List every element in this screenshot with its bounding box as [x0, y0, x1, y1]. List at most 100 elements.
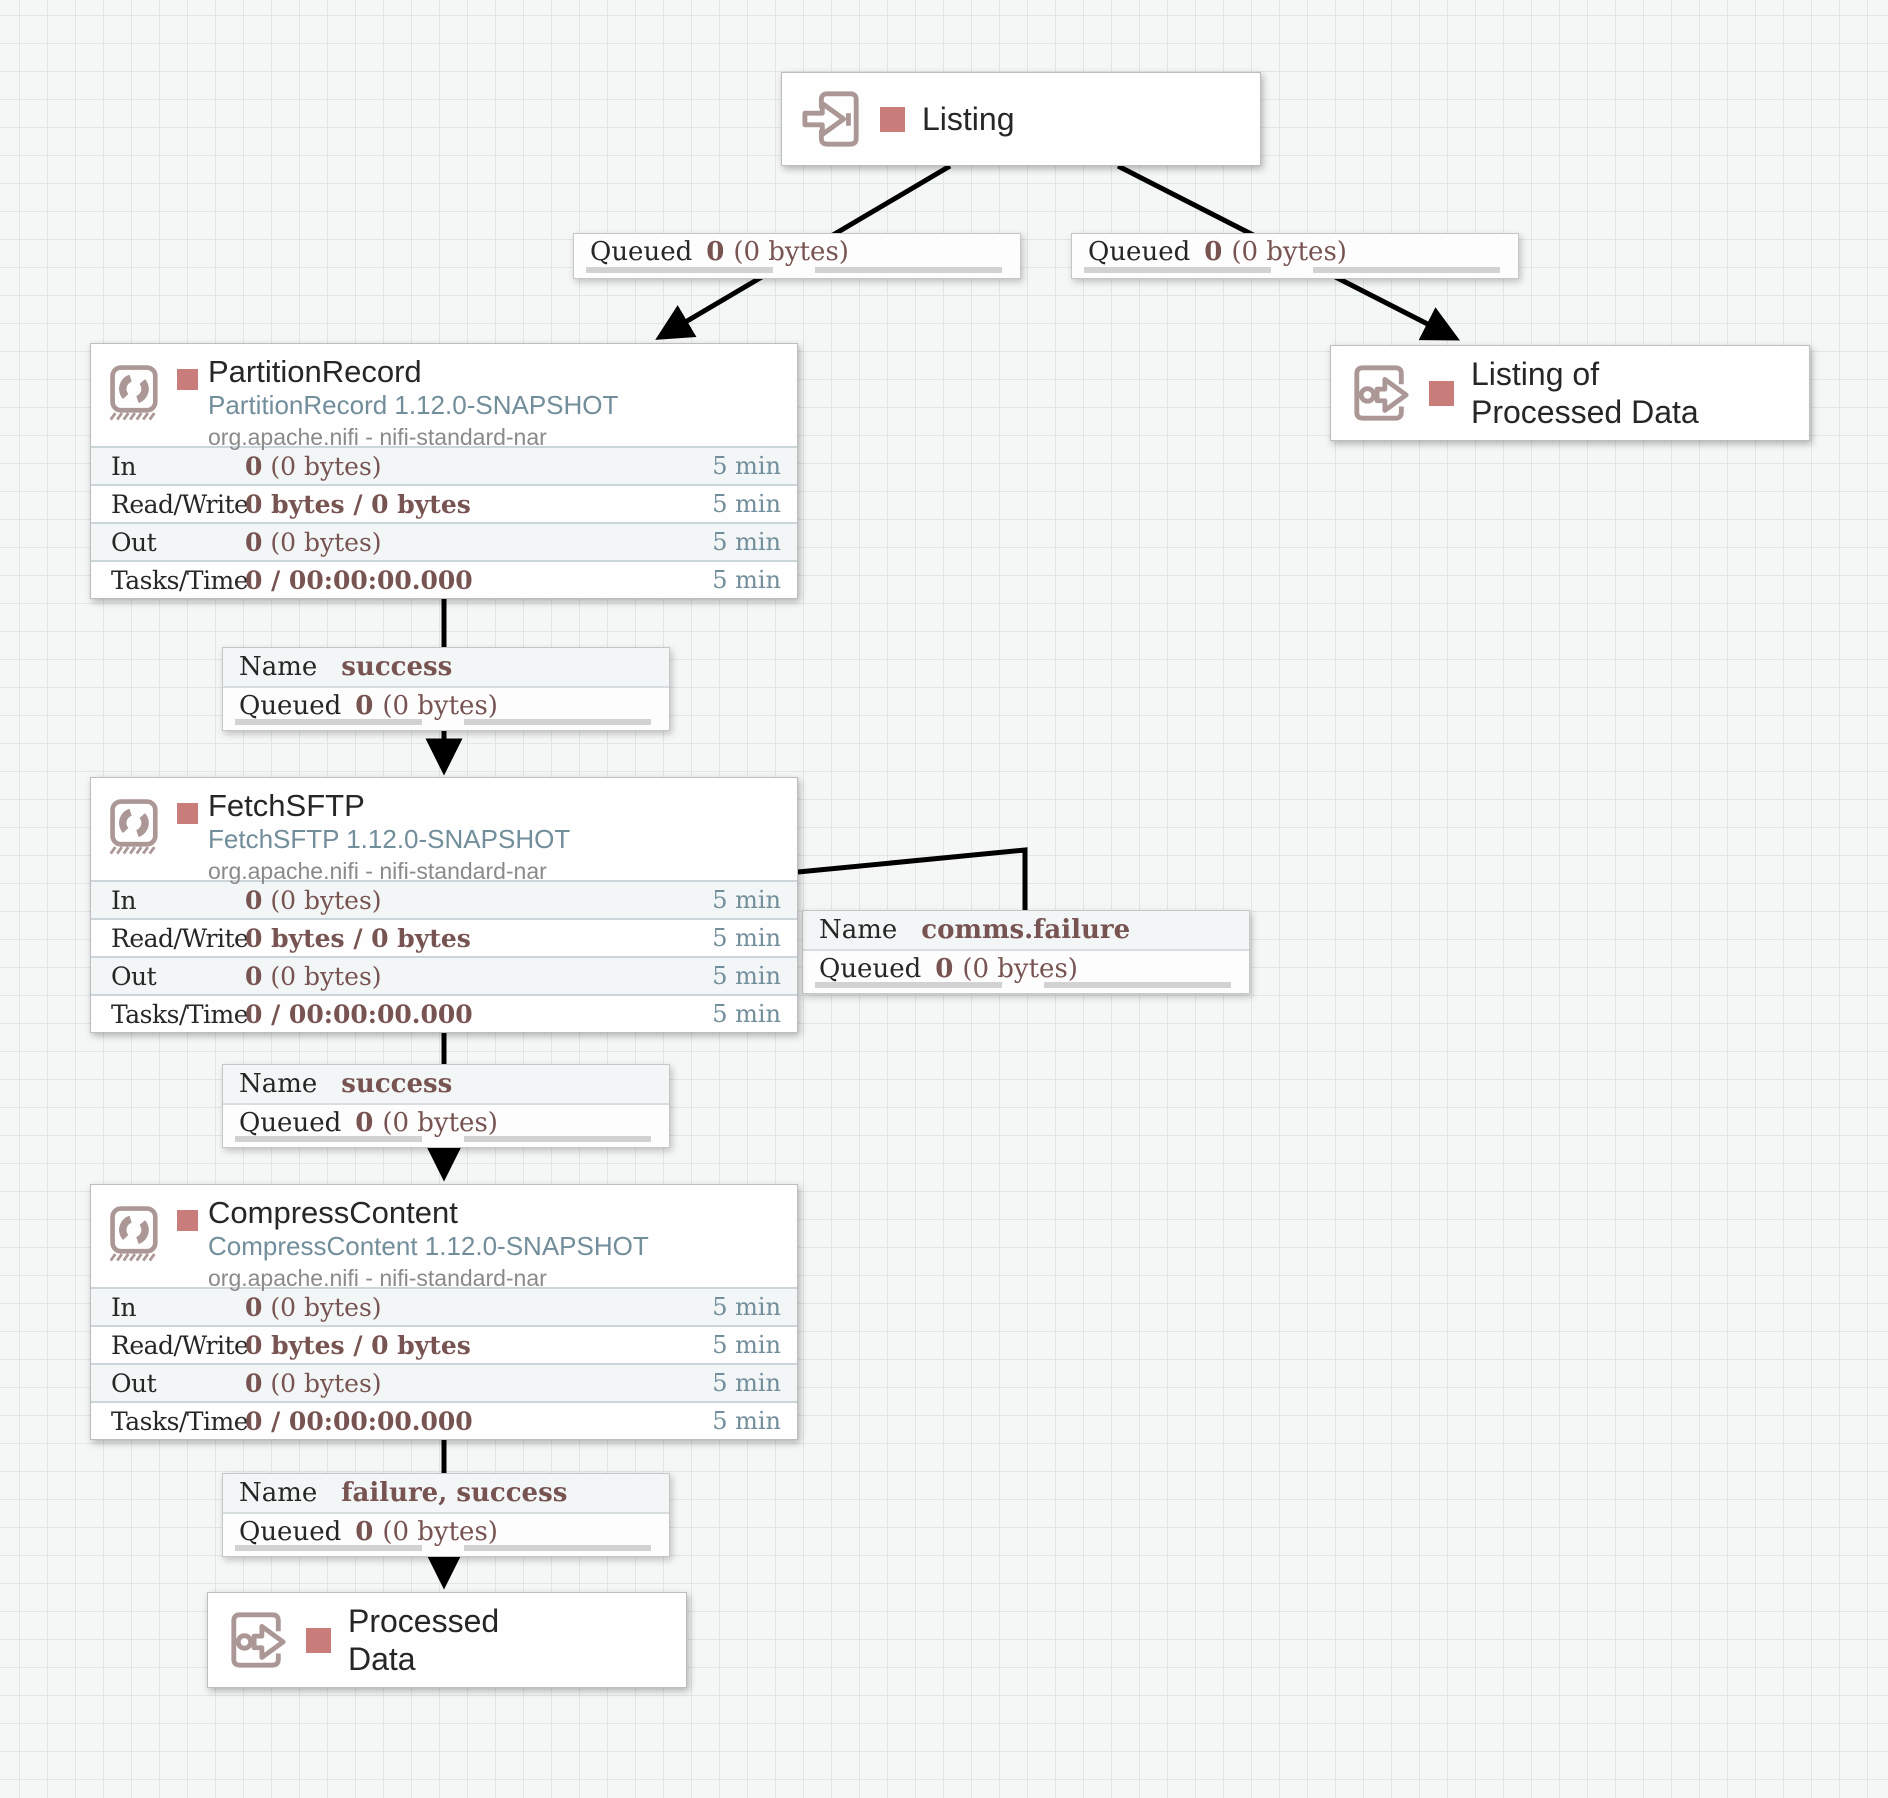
connection-fetchsftp-selfloop[interactable]: [797, 847, 1028, 915]
connection-label-failure-success[interactable]: Name failure, success Queued 0 (0 bytes): [222, 1473, 670, 1557]
connection-label-listing-to-partitionrecord[interactable]: Queued 0 (0 bytes): [573, 233, 1021, 279]
queue-fill-bar: [235, 719, 423, 725]
queued-row: Queued 0 (0 bytes): [223, 688, 669, 730]
queued-label: Queued: [239, 1108, 342, 1138]
queued-row: Queued 0 (0 bytes): [223, 1105, 669, 1147]
connection-label-success-1[interactable]: Name success Queued 0 (0 bytes): [222, 647, 670, 731]
stat-row-taskstime: Tasks/Time 0 / 00:00:00.000 5 min: [91, 994, 797, 1032]
queued-row: Queued 0 (0 bytes): [1072, 234, 1518, 278]
queued-label: Queued: [239, 691, 342, 721]
queued-size: (0 bytes): [382, 1517, 498, 1547]
relationship-name: success: [341, 652, 453, 682]
output-port-listing-of-processed-data[interactable]: Listing of Processed Data: [1330, 345, 1810, 441]
queue-size-bar: [1312, 267, 1501, 273]
port-name: Processed Data: [348, 1603, 500, 1677]
stopped-status-icon: [177, 803, 198, 824]
processor-bundle: org.apache.nifi - nifi-standard-nar: [208, 858, 547, 884]
queued-label: Queued: [819, 954, 922, 984]
stat-row-out: Out 0(0 bytes) 5 min: [91, 522, 797, 560]
processor-fetchsftp[interactable]: FetchSFTP FetchSFTP 1.12.0-SNAPSHOT org.…: [90, 777, 798, 1033]
name-label: Name: [239, 1069, 318, 1099]
arrow-in-icon: [802, 101, 847, 137]
name-row: Name comms.failure: [803, 911, 1249, 951]
stat-row-in: In 0(0 bytes) 5 min: [91, 446, 797, 484]
name-row: Name success: [223, 648, 669, 688]
queue-size-bar: [463, 719, 652, 725]
queued-count: 0: [355, 1108, 374, 1138]
processor-name: CompressContent: [208, 1195, 458, 1230]
queue-fill-bar: [815, 982, 1003, 988]
stopped-status-icon: [177, 1210, 198, 1231]
stat-row-readwrite: Read/Write 0 bytes / 0 bytes 5 min: [91, 484, 797, 522]
queue-fill-bar: [586, 267, 774, 273]
queued-count: 0: [355, 1517, 374, 1547]
processor-header: CompressContent CompressContent 1.12.0-S…: [91, 1185, 797, 1291]
processor-compresscontent[interactable]: CompressContent CompressContent 1.12.0-S…: [90, 1184, 798, 1440]
queued-count: 0: [706, 237, 725, 267]
processor-partitionrecord[interactable]: PartitionRecord PartitionRecord 1.12.0-S…: [90, 343, 798, 599]
connection-label-success-2[interactable]: Name success Queued 0 (0 bytes): [222, 1064, 670, 1148]
queue-fill-bar: [235, 1136, 423, 1142]
processor-header: PartitionRecord PartitionRecord 1.12.0-S…: [91, 344, 797, 450]
stat-row-readwrite: Read/Write 0 bytes / 0 bytes 5 min: [91, 918, 797, 956]
port-name: Listing: [922, 101, 1015, 137]
connection-label-comms-failure[interactable]: Name comms.failure Queued 0 (0 bytes): [802, 910, 1250, 994]
processor-icon: [109, 1206, 158, 1262]
processor-icon: [109, 799, 158, 855]
stat-row-taskstime: Tasks/Time 0 / 00:00:00.000 5 min: [91, 560, 797, 598]
relationship-name: comms.failure: [921, 915, 1131, 945]
queued-label: Queued: [590, 237, 693, 267]
arrow-out-icon: [251, 1624, 286, 1660]
input-port-icon: [802, 91, 859, 147]
stat-row-out: Out 0(0 bytes) 5 min: [91, 956, 797, 994]
relationship-name: failure, success: [341, 1478, 568, 1508]
queued-row: Queued 0 (0 bytes): [574, 234, 1020, 278]
port-name: Listing of Processed Data: [1471, 356, 1699, 430]
stopped-status-icon: [306, 1627, 331, 1653]
queued-label: Queued: [1088, 237, 1191, 267]
processor-name: PartitionRecord: [208, 354, 422, 389]
queued-size: (0 bytes): [962, 954, 1078, 984]
queued-row: Queued 0 (0 bytes): [223, 1514, 669, 1556]
processor-bundle: org.apache.nifi - nifi-standard-nar: [208, 1265, 547, 1291]
processor-icon: [109, 365, 158, 421]
name-row: Name failure, success: [223, 1474, 669, 1514]
relationship-name: success: [341, 1069, 453, 1099]
processor-type: CompressContent 1.12.0-SNAPSHOT: [208, 1231, 649, 1261]
stopped-status-icon: [177, 369, 198, 390]
name-label: Name: [239, 652, 318, 682]
input-port-listing[interactable]: Listing: [781, 72, 1261, 166]
queued-row: Queued 0 (0 bytes): [803, 951, 1249, 993]
name-label: Name: [819, 915, 898, 945]
queued-count: 0: [1204, 237, 1223, 267]
queued-count: 0: [935, 954, 954, 984]
queued-size: (0 bytes): [382, 691, 498, 721]
queued-size: (0 bytes): [1231, 237, 1347, 267]
processor-bundle: org.apache.nifi - nifi-standard-nar: [208, 424, 547, 450]
processor-type: PartitionRecord 1.12.0-SNAPSHOT: [208, 390, 619, 420]
queue-size-bar: [1043, 982, 1232, 988]
stat-row-in: In 0(0 bytes) 5 min: [91, 1287, 797, 1325]
queue-fill-bar: [235, 1545, 423, 1551]
stat-row-in: In 0(0 bytes) 5 min: [91, 880, 797, 918]
arrow-out-icon: [1374, 377, 1409, 413]
output-port-icon: [231, 1612, 286, 1668]
stopped-status-icon: [1429, 380, 1454, 406]
queued-size: (0 bytes): [733, 237, 849, 267]
queued-count: 0: [355, 691, 374, 721]
processor-name: FetchSFTP: [208, 788, 365, 823]
connection-label-listing-to-output[interactable]: Queued 0 (0 bytes): [1071, 233, 1519, 279]
queue-size-bar: [463, 1545, 652, 1551]
name-label: Name: [239, 1478, 318, 1508]
queue-fill-bar: [1084, 267, 1272, 273]
output-port-processed-data[interactable]: Processed Data: [207, 1592, 687, 1688]
stopped-status-icon: [880, 106, 905, 132]
queued-label: Queued: [239, 1517, 342, 1547]
name-row: Name success: [223, 1065, 669, 1105]
processor-header: FetchSFTP FetchSFTP 1.12.0-SNAPSHOT org.…: [91, 778, 797, 884]
stat-row-readwrite: Read/Write 0 bytes / 0 bytes 5 min: [91, 1325, 797, 1363]
processor-type: FetchSFTP 1.12.0-SNAPSHOT: [208, 824, 571, 854]
output-port-icon: [1354, 365, 1409, 421]
stat-row-taskstime: Tasks/Time 0 / 00:00:00.000 5 min: [91, 1401, 797, 1439]
